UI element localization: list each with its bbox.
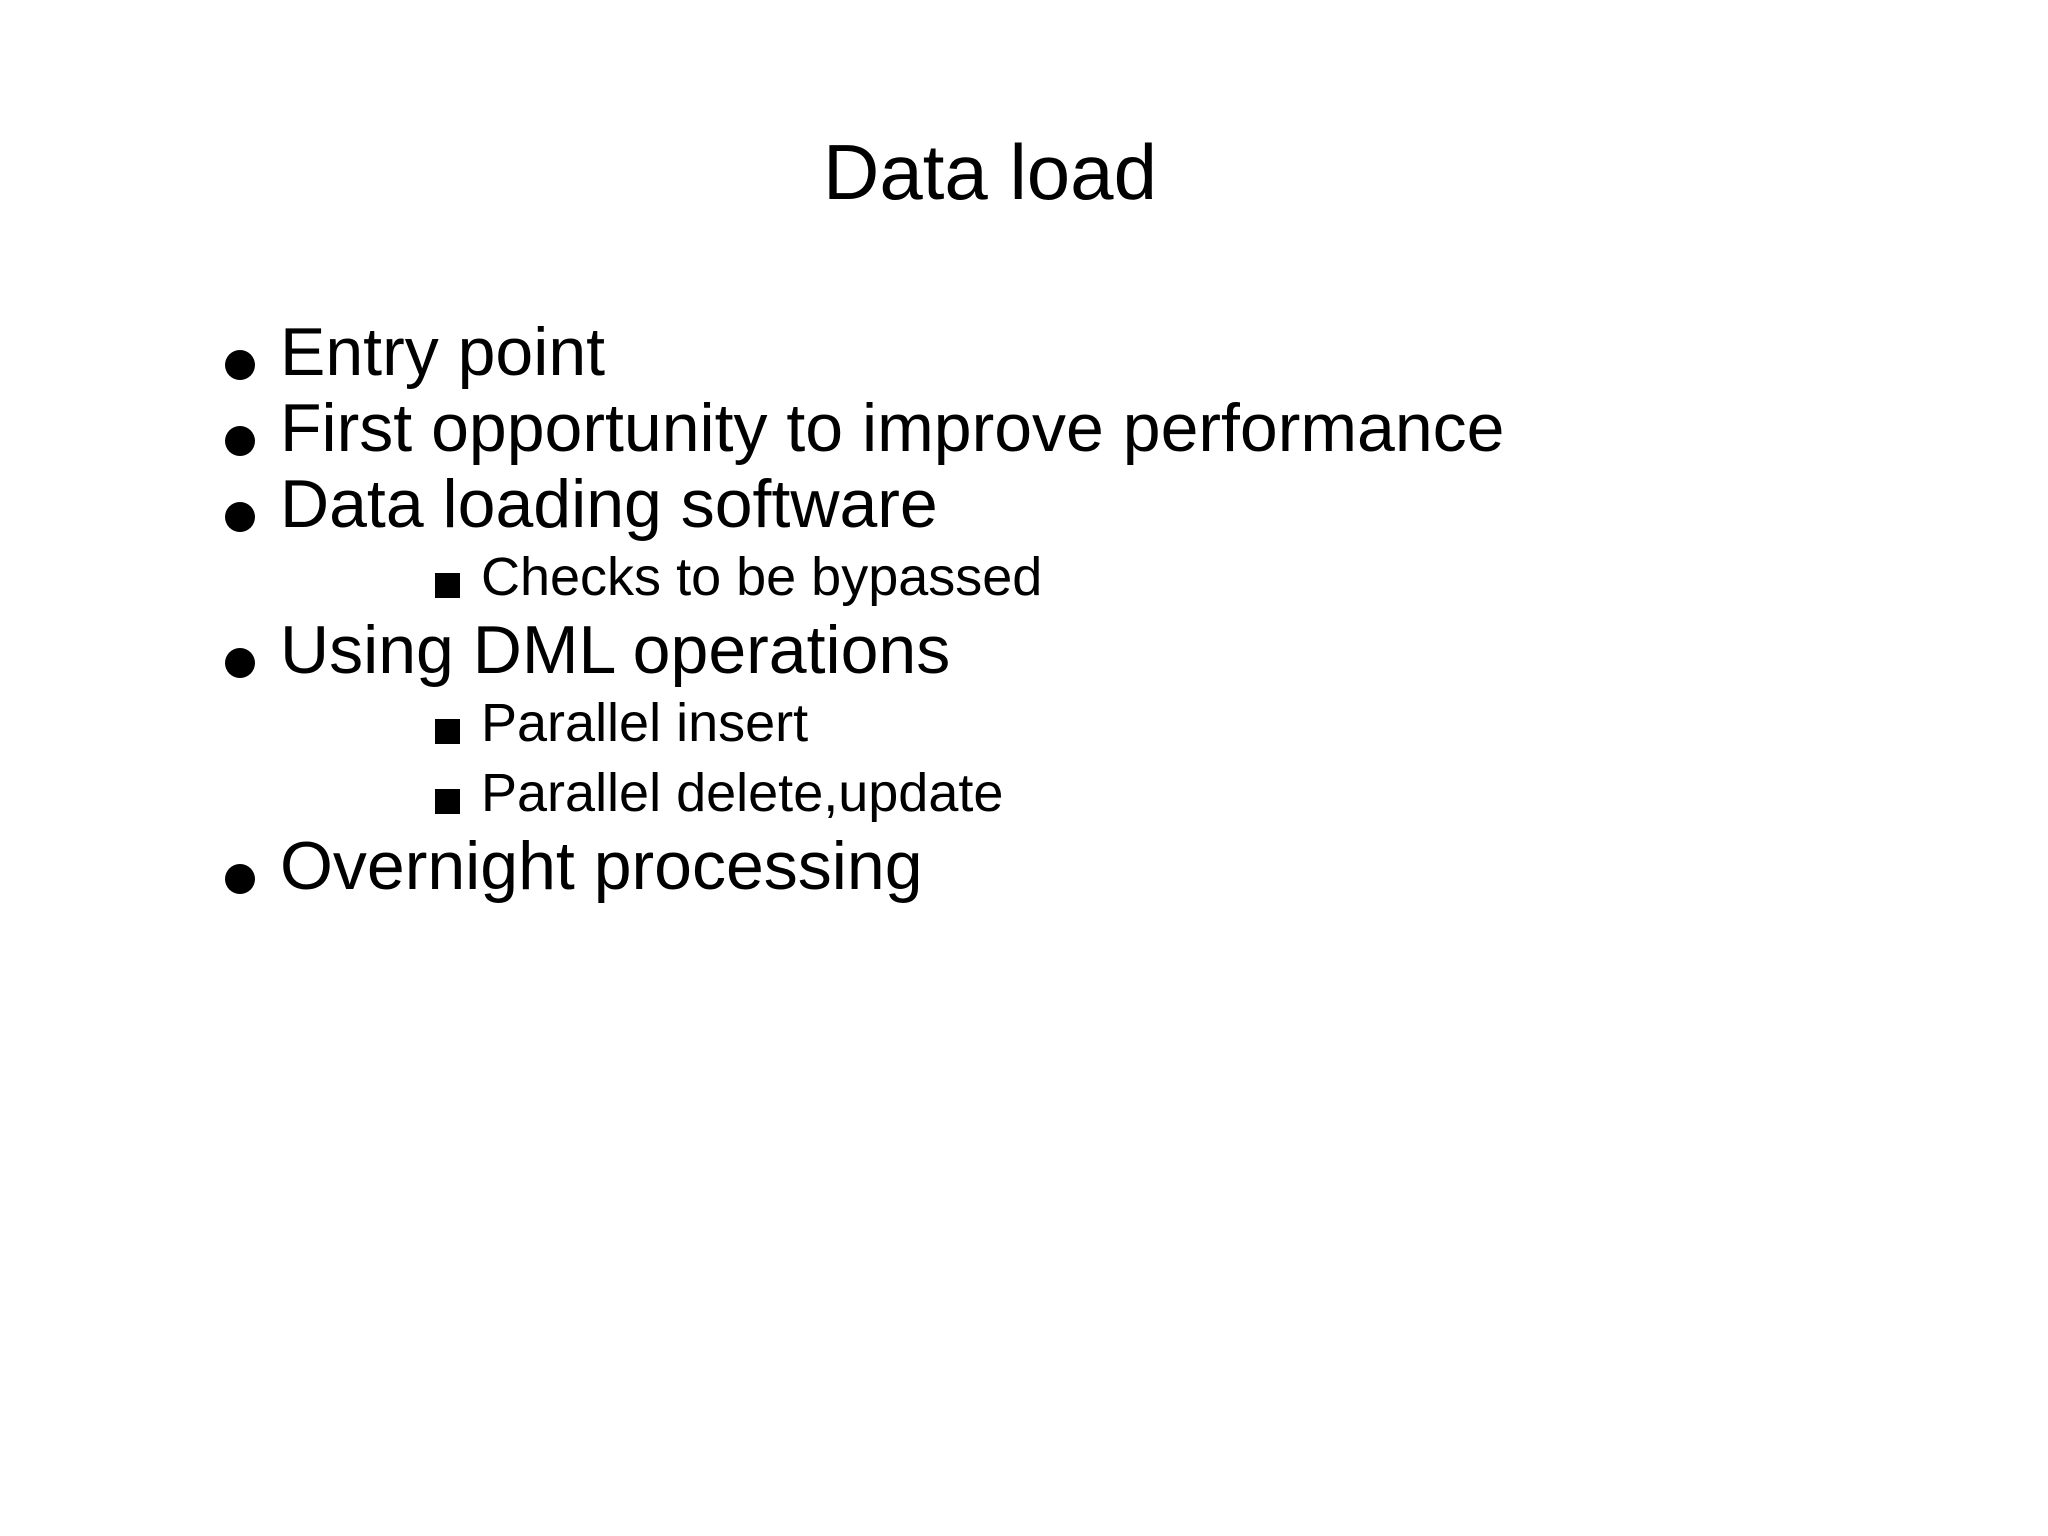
bullet-text: Overnight processing xyxy=(280,828,923,904)
bullet-item: Parallel insert xyxy=(435,688,1875,758)
bullet-dot-icon xyxy=(225,426,255,456)
bullet-item: Parallel delete,update xyxy=(435,758,1875,828)
bullet-text: Checks to be bypassed xyxy=(481,547,1043,607)
bullet-text: Parallel insert xyxy=(481,693,809,753)
bullet-dot-icon xyxy=(225,864,255,894)
bullet-dot-icon xyxy=(225,502,255,532)
bullet-text: Using DML operations xyxy=(280,612,951,688)
bullet-item: Entry point xyxy=(225,314,1875,390)
bullet-square-icon xyxy=(435,789,460,814)
bullet-square-icon xyxy=(435,719,460,744)
bullet-item: First opportunity to improve performance xyxy=(225,390,1875,466)
bullet-item: Overnight processing xyxy=(225,828,1875,904)
bullet-item: Using DML operations xyxy=(225,612,1875,688)
bullet-square-icon xyxy=(435,573,460,598)
slide-title: Data load xyxy=(823,128,1157,216)
bullet-text: Data loading software xyxy=(280,466,938,542)
bullet-text: Entry point xyxy=(280,314,606,390)
bullet-item: Checks to be bypassed xyxy=(435,542,1875,612)
bullet-item: Data loading software xyxy=(225,466,1875,542)
bullet-dot-icon xyxy=(225,648,255,678)
bullet-text: Parallel delete,update xyxy=(481,763,1004,823)
bullet-text: First opportunity to improve performance xyxy=(280,390,1505,466)
bullet-dot-icon xyxy=(225,350,255,380)
